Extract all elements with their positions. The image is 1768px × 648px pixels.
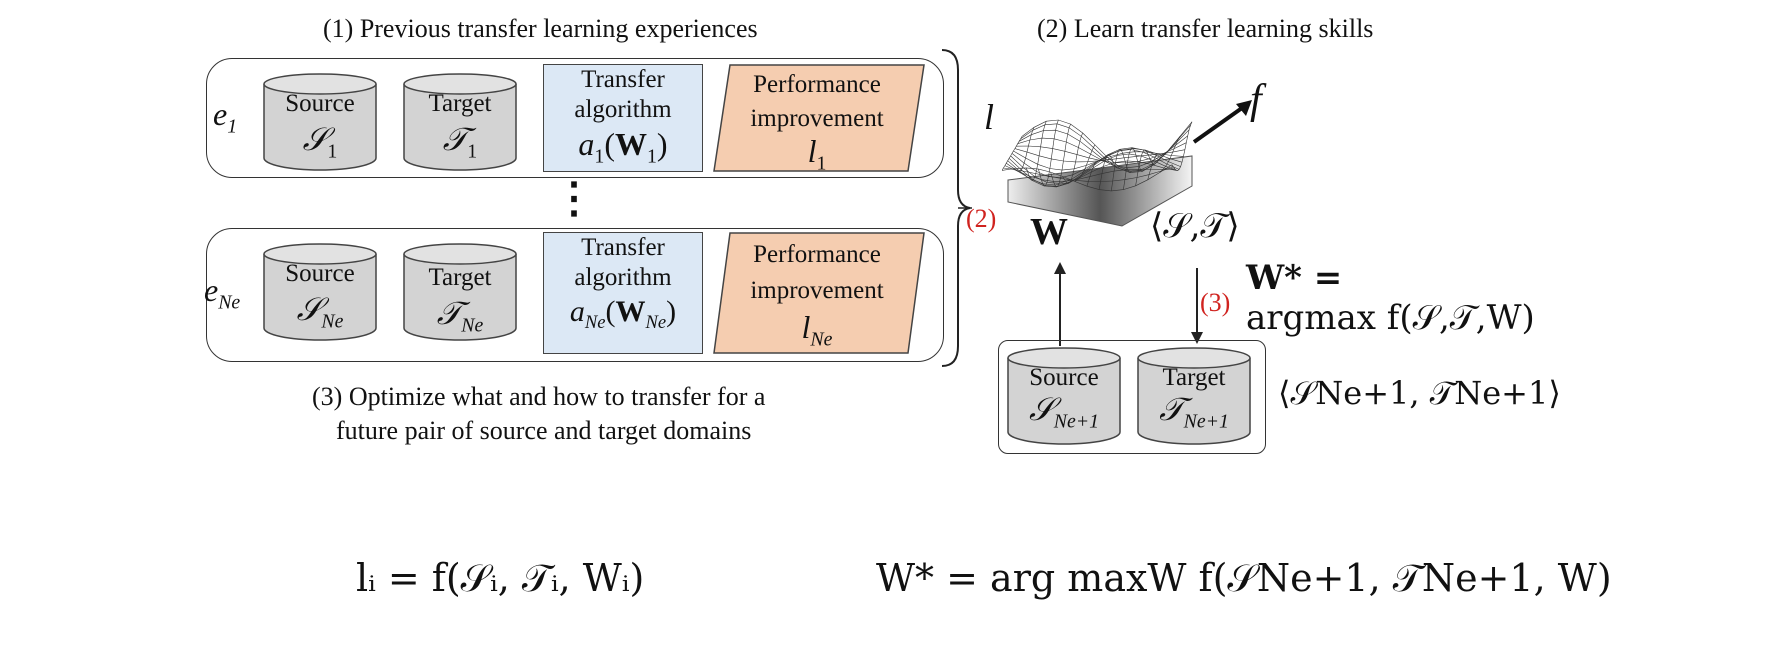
target-symbol: 𝒯Ne — [436, 295, 484, 337]
step-3-marker: (3) — [1200, 288, 1231, 317]
row-ne-label: eNe — [204, 272, 241, 314]
perf-line2: improvement — [750, 105, 884, 132]
source-symbol: 𝒮Ne+1 — [1028, 391, 1100, 433]
optimum-line1: W* = — [1246, 258, 1343, 298]
new-pair-frame — [998, 340, 1266, 454]
f-arrow — [1192, 100, 1252, 144]
perf-line2: improvement — [750, 277, 884, 304]
algo-line2: algorithm — [574, 96, 672, 123]
equation-performance: lᵢ = f(𝒮ᵢ, 𝒯ᵢ, Wᵢ) — [356, 556, 645, 600]
source-label: Source — [285, 260, 355, 287]
w-axis-label: W — [1030, 211, 1068, 253]
mesh-line — [1002, 136, 1023, 171]
transfer-algorithm-box-ne: Transfer algorithm aNe(WNe) — [543, 232, 703, 354]
grouping-brace — [941, 49, 972, 367]
source-symbol: 𝒮1 — [302, 121, 338, 163]
source-label: Source — [1029, 364, 1099, 391]
experiences-heading: (1) Previous transfer learning experienc… — [323, 14, 758, 43]
mesh-line — [1006, 160, 1177, 186]
algo-line2: algorithm — [574, 264, 672, 291]
target-cylinder-1: Target 𝒯1 — [402, 72, 518, 172]
source-symbol: 𝒮Ne — [296, 291, 344, 333]
algo-formula: a1(W1) — [578, 126, 668, 168]
algo-line1: Transfer — [581, 234, 665, 261]
equation-optimum: W* = arg maxW f(𝒮Ne+1, 𝒯Ne+1, W) — [876, 556, 1612, 600]
perf-value: l1 — [807, 133, 827, 175]
mesh-line — [1011, 148, 1183, 179]
target-symbol: 𝒯1 — [442, 121, 478, 163]
source-cylinder-ne: Source 𝒮Ne — [262, 242, 378, 342]
mesh-line — [1020, 123, 1191, 173]
optimize-heading-line1: (3) Optimize what and how to transfer fo… — [312, 382, 766, 411]
perf-line1: Performance — [753, 241, 881, 268]
algo-line1: Transfer — [581, 66, 665, 93]
transfer-algorithm-box-1: Transfer algorithm a1(W1) — [543, 64, 703, 172]
mesh-line — [1004, 165, 1175, 182]
step-2-marker: (2) — [966, 204, 997, 233]
target-cylinder-ne: Target 𝒯Ne — [402, 242, 518, 342]
perf-line1: Performance — [753, 71, 881, 98]
target-symbol: 𝒯Ne+1 — [1159, 391, 1229, 433]
optimize-heading-line2: future pair of source and target domains — [336, 416, 752, 445]
mesh-line — [1002, 164, 1173, 192]
new-pair-tuple: ⟨𝒮Ne+1, 𝒯Ne+1⟩ — [1278, 374, 1561, 412]
row-1-label: e1 — [213, 96, 238, 138]
f-label: f — [1250, 77, 1262, 123]
source-target-axis-label: ⟨𝒮,𝒯⟩ — [1150, 206, 1240, 246]
target-label: Target — [1162, 364, 1226, 391]
vertical-ellipsis: ⋮ — [553, 176, 595, 222]
performance-box-1: Performance improvement l1 — [712, 64, 926, 174]
up-arrow — [1054, 262, 1066, 346]
down-arrow — [1191, 268, 1203, 344]
mesh-line — [1014, 148, 1185, 163]
source-cylinder-1: Source 𝒮1 — [262, 72, 378, 172]
mesh-line — [1007, 153, 1178, 188]
performance-box-ne: Performance improvement lNe — [712, 232, 926, 354]
new-target-cylinder: Target 𝒯Ne+1 — [1136, 346, 1252, 446]
l-axis-label: l — [984, 97, 995, 137]
optimum-line2: argmax f(𝒮,𝒯,W) — [1246, 298, 1535, 338]
target-label: Target — [428, 90, 492, 117]
source-label: Source — [285, 90, 355, 117]
algo-formula: aNe(WNe) — [569, 295, 677, 333]
perf-value: lNe — [801, 309, 833, 351]
learn-skills-heading: (2) Learn transfer learning skills — [1037, 14, 1374, 43]
target-label: Target — [428, 264, 492, 291]
surface-plot — [1002, 119, 1193, 227]
mesh-line — [1003, 166, 1174, 182]
new-source-cylinder: Source 𝒮Ne+1 — [1006, 346, 1122, 446]
